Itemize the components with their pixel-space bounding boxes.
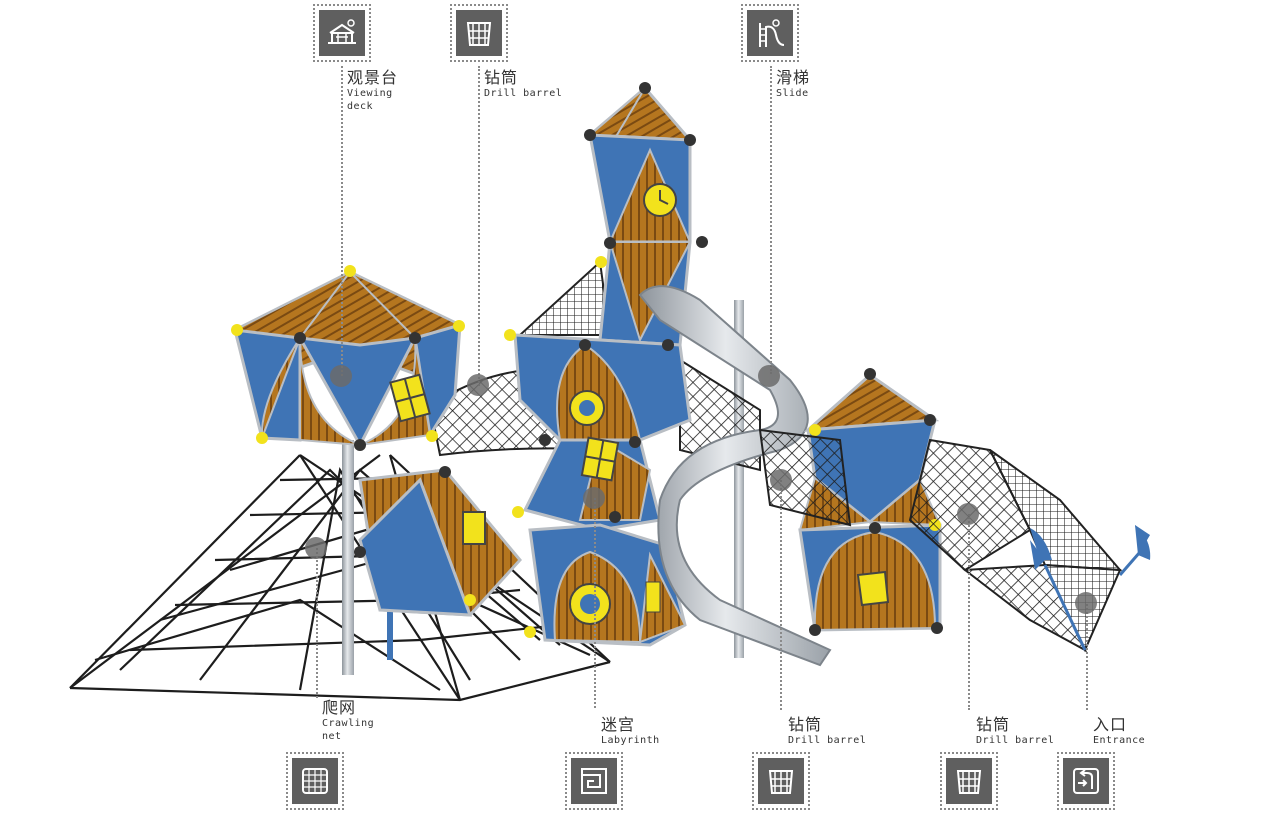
- left-pole: [342, 440, 354, 675]
- crawling-net-structure: [69, 454, 611, 702]
- labyrinth-icon: [581, 768, 607, 794]
- entrance-zh: 入口: [1093, 715, 1128, 734]
- crawling-net-icon-box: [286, 752, 344, 810]
- drill-barrel-icon: [466, 22, 492, 46]
- crawling-net-label: 爬网 Crawling net: [322, 699, 374, 743]
- crawling-net-icon: [302, 768, 328, 794]
- drill-barrel-icon: [956, 770, 982, 794]
- marker-labyrinth: [583, 487, 605, 509]
- slide-en: Slide: [776, 88, 809, 99]
- marker-viewing-deck: [330, 365, 352, 387]
- marker-crawling-net: [305, 537, 327, 559]
- viewing-deck-icon: [328, 19, 356, 44]
- drill-barrel-mid-label: 钻筒 Drill barrel: [788, 716, 866, 747]
- marker-entrance: [1075, 592, 1097, 614]
- slide-zh: 滑梯: [776, 68, 811, 87]
- lower-left-block: [354, 466, 522, 617]
- marker-slide: [758, 365, 780, 387]
- crawling-net-zh: 爬网: [322, 698, 357, 717]
- marker-drill-barrel-top: [467, 374, 489, 396]
- viewing-deck-tower: [231, 265, 465, 451]
- drill-barrel-right-label: 钻筒 Drill barrel: [976, 716, 1054, 747]
- entrance-label: 入口 Entrance: [1093, 716, 1145, 747]
- entrance-en: Entrance: [1093, 735, 1146, 746]
- slide-icon: [759, 19, 785, 47]
- drill-barrel-right-en: Drill barrel: [976, 735, 1055, 746]
- drill-barrel-top-icon-box: [450, 4, 508, 62]
- labyrinth-en: Labyrinth: [601, 735, 660, 746]
- drill-barrel-top-label: 钻筒 Drill barrel: [484, 69, 562, 100]
- viewing-deck-icon-box: [313, 4, 371, 62]
- slide-pole: [734, 300, 744, 658]
- slide-icon-box: [741, 4, 799, 62]
- viewing-deck-zh: 观景台: [347, 68, 399, 87]
- drill-barrel-top-zh: 钻筒: [484, 68, 519, 87]
- central-tower: [504, 82, 708, 647]
- middle-net-tunnel: [758, 428, 852, 527]
- marker-drill-barrel-right: [957, 503, 979, 525]
- drill-barrel-top-en: Drill barrel: [484, 88, 563, 99]
- labyrinth-label: 迷宫 Labyrinth: [601, 716, 660, 747]
- back-net-panel: [517, 259, 612, 336]
- right-net-tunnel: [908, 438, 1151, 653]
- drill-barrel-right-zh: 钻筒: [976, 715, 1011, 734]
- entrance-icon-box: [1057, 752, 1115, 810]
- drill-barrel-right-icon-box: [940, 752, 998, 810]
- labyrinth-icon-box: [565, 752, 623, 810]
- marker-drill-barrel-mid: [770, 469, 792, 491]
- viewing-deck-en: Viewing deck: [347, 88, 393, 112]
- viewing-deck-label: 观景台 Viewing deck: [347, 69, 398, 113]
- labyrinth-zh: 迷宫: [601, 715, 636, 734]
- drill-barrel-mid-zh: 钻筒: [788, 715, 823, 734]
- drill-barrel-mid-icon-box: [752, 752, 810, 810]
- drill-barrel-mid-en: Drill barrel: [788, 735, 867, 746]
- drill-barrel-icon: [768, 770, 794, 794]
- slide-label: 滑梯 Slide: [776, 69, 810, 100]
- entrance-icon: [1073, 768, 1099, 794]
- crawling-net-en: Crawling net: [322, 718, 375, 742]
